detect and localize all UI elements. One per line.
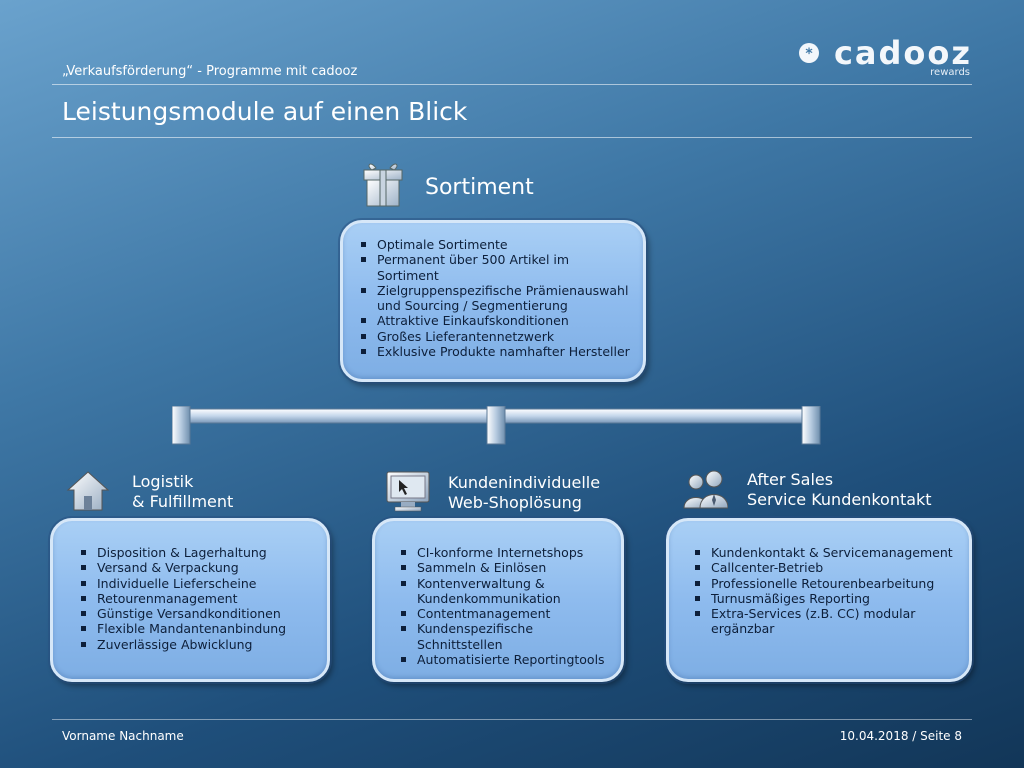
logistik-heading: Logistik & Fulfillment (132, 472, 233, 512)
list-item: Permanent über 500 Artikel im Sortiment (355, 252, 633, 283)
list-item: Zuverlässige Abwicklung (75, 637, 319, 652)
list-item: Versand & Verpackung (75, 560, 319, 575)
list-item: Exklusive Produkte namhafter Hersteller (355, 344, 633, 359)
connector-bracket (172, 406, 821, 445)
list-item: Kontenverwaltung & Kundenkommunikation (395, 576, 615, 607)
monitor-cursor-icon (386, 471, 430, 512)
cadooz-logo-tagline: rewards (930, 67, 970, 78)
header-divider-bottom (52, 137, 972, 138)
footer-author: Vorname Nachname (62, 729, 184, 743)
webshop-heading-line2: Web-Shoplösung (448, 493, 582, 512)
logistik-list: Disposition & Lagerhaltung Versand & Ver… (75, 545, 319, 652)
aftersales-heading: After Sales Service Kundenkontakt (747, 470, 932, 510)
footer-divider (52, 719, 972, 720)
list-item: Disposition & Lagerhaltung (75, 545, 319, 560)
gift-icon (363, 163, 403, 207)
logistik-box: Disposition & Lagerhaltung Versand & Ver… (50, 518, 330, 682)
list-item: Optimale Sortimente (355, 237, 633, 252)
aftersales-heading-line2: Service Kundenkontakt (747, 490, 932, 509)
list-item: Sammeln & Einlösen (395, 560, 615, 575)
list-item: Extra-Services (z.B. CC) modular ergänzb… (689, 606, 961, 637)
list-item: Professionelle Retourenbearbeitung (689, 576, 961, 591)
list-item: Attraktive Einkaufskonditionen (355, 313, 633, 328)
list-item: Automatisierte Reportingtools (395, 652, 615, 667)
house-icon (66, 471, 110, 511)
list-item: Contentmanagement (395, 606, 615, 621)
cadooz-logo-icon: * (799, 43, 819, 63)
sortiment-heading: Sortiment (425, 175, 534, 200)
svg-text:*: * (805, 46, 813, 62)
webshop-box: CI-konforme Internetshops Sammeln & Einl… (372, 518, 624, 682)
list-item: Callcenter-Betrieb (689, 560, 961, 575)
list-item: Individuelle Lieferscheine (75, 576, 319, 591)
list-item: Flexible Mandantenanbindung (75, 621, 319, 636)
sortiment-list: Optimale Sortimente Permanent über 500 A… (355, 237, 633, 359)
list-item: Retourenmanagement (75, 591, 319, 606)
webshop-heading-line1: Kundenindividuelle (448, 473, 601, 492)
logistik-heading-line1: Logistik (132, 472, 194, 491)
footer-date-page: 10.04.2018 / Seite 8 (839, 729, 962, 743)
header-divider-top (52, 84, 972, 85)
sortiment-box: Optimale Sortimente Permanent über 500 A… (340, 220, 646, 382)
list-item: CI-konforme Internetshops (395, 545, 615, 560)
list-item: Zielgruppenspezifische Prämienauswahl un… (355, 283, 633, 314)
list-item: Kundenspezifische Schnittstellen (395, 621, 615, 652)
list-item: Turnusmäßiges Reporting (689, 591, 961, 606)
aftersales-heading-line1: After Sales (747, 470, 834, 489)
cadooz-logo: cadooz (833, 34, 972, 72)
list-item: Kundenkontakt & Servicemanagement (689, 545, 961, 560)
aftersales-box: Kundenkontakt & Servicemanagement Callce… (666, 518, 972, 682)
list-item: Großes Lieferantennetzwerk (355, 329, 633, 344)
webshop-list: CI-konforme Internetshops Sammeln & Einl… (395, 545, 615, 667)
webshop-heading: Kundenindividuelle Web-Shoplösung (448, 473, 600, 513)
slide-title: Leistungsmodule auf einen Blick (62, 97, 468, 126)
logistik-heading-line2: & Fulfillment (132, 492, 234, 511)
aftersales-list: Kundenkontakt & Servicemanagement Callce… (689, 545, 961, 637)
list-item: Günstige Versandkonditionen (75, 606, 319, 621)
slide-subtitle: „Verkaufsförderung“ - Programme mit cado… (62, 64, 358, 79)
people-icon (683, 470, 728, 509)
